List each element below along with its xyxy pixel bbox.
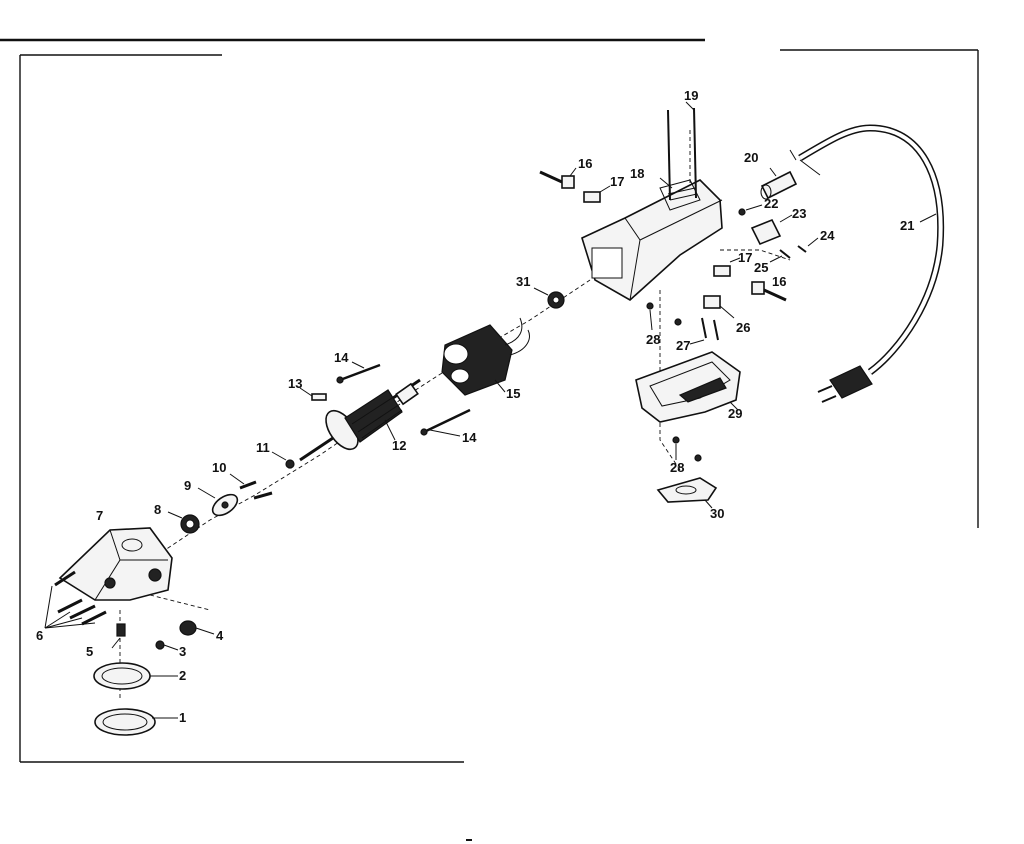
- part-4-gear: [179, 620, 215, 636]
- label-part-21: 21: [900, 218, 914, 233]
- part-13-key: [299, 387, 327, 401]
- part-19-screws: [667, 101, 697, 201]
- part-14-screw-lower: [420, 408, 471, 437]
- label-part-1: 1: [179, 710, 186, 725]
- label-part-20: 20: [744, 150, 758, 165]
- part-22-screw: [738, 204, 763, 216]
- part-18-motor-housing: [581, 177, 723, 301]
- label-part-2: 2: [179, 668, 186, 683]
- label-part-12: 12: [392, 438, 406, 453]
- label-part-13: 13: [288, 376, 302, 391]
- label-part-27: 27: [676, 338, 690, 353]
- part-17-brush-lower: [713, 257, 741, 277]
- label-part-7: 7: [96, 508, 103, 523]
- part-14-screw-upper: [336, 361, 381, 384]
- part-12-armature: [299, 378, 421, 462]
- part-26-terminal: [703, 295, 735, 319]
- label-part-5: 5: [86, 644, 93, 659]
- part-2-ring: [93, 662, 178, 690]
- part-16-brush-holder-upper: [539, 167, 577, 189]
- part-9-baffle: [197, 487, 239, 517]
- part-10-screws: [229, 473, 273, 500]
- label-part-29: 29: [728, 406, 742, 421]
- label-part-9: 9: [184, 478, 191, 493]
- label-part-14-lower: 14: [462, 430, 477, 445]
- part-5-spindle: [111, 623, 126, 649]
- part-25-spring: [769, 249, 791, 263]
- callout-labels: 1 2 3 4 5 6 7 8 9 10 11 12 13 14 14 15 1…: [36, 88, 914, 725]
- part-30-plate: [656, 477, 718, 509]
- label-part-25: 25: [754, 260, 768, 275]
- part-31-bearing: [533, 287, 565, 309]
- part-29-handle: [635, 351, 741, 423]
- label-part-28-upper: 28: [646, 332, 660, 347]
- part-16-brush-holder-lower: [751, 281, 787, 302]
- label-part-26: 26: [736, 320, 750, 335]
- part-6-screws: [44, 570, 107, 629]
- label-part-17-upper: 17: [610, 174, 624, 189]
- label-part-10: 10: [212, 460, 226, 475]
- part-28-screw-lower: [672, 436, 702, 462]
- part-11-washer: [271, 451, 295, 469]
- label-part-24: 24: [820, 228, 835, 243]
- part-3-nut: [155, 640, 179, 651]
- label-part-4: 4: [216, 628, 224, 643]
- label-part-14-upper: 14: [334, 350, 349, 365]
- part-20-strain-relief: [760, 167, 798, 200]
- label-part-16-upper: 16: [578, 156, 592, 171]
- label-part-23: 23: [792, 206, 806, 221]
- label-part-22: 22: [764, 196, 778, 211]
- label-part-18: 18: [630, 166, 644, 181]
- label-part-6: 6: [36, 628, 43, 643]
- label-part-8: 8: [154, 502, 161, 517]
- label-part-17-lower: 17: [738, 250, 752, 265]
- part-27-screws: [689, 317, 719, 345]
- label-part-3: 3: [179, 644, 186, 659]
- diagram-frame: [0, 38, 979, 763]
- label-part-15: 15: [506, 386, 520, 401]
- part-28-screw-upper: [646, 302, 682, 331]
- label-part-19: 19: [684, 88, 698, 103]
- label-part-28-lower: 28: [670, 460, 684, 475]
- part-8-bearing: [167, 511, 200, 534]
- part-15-field: [441, 317, 530, 396]
- label-part-11: 11: [256, 440, 270, 455]
- part-1-ring: [94, 708, 178, 736]
- part-23-switch: [750, 214, 793, 246]
- label-part-30: 30: [710, 506, 724, 521]
- label-part-31: 31: [516, 274, 530, 289]
- label-part-16-lower: 16: [772, 274, 786, 289]
- part-24-screw: [797, 237, 819, 253]
- part-21-cord-set: [789, 124, 945, 403]
- part-7-gear-housing: [58, 527, 173, 601]
- part-17-brush-upper: [583, 185, 611, 203]
